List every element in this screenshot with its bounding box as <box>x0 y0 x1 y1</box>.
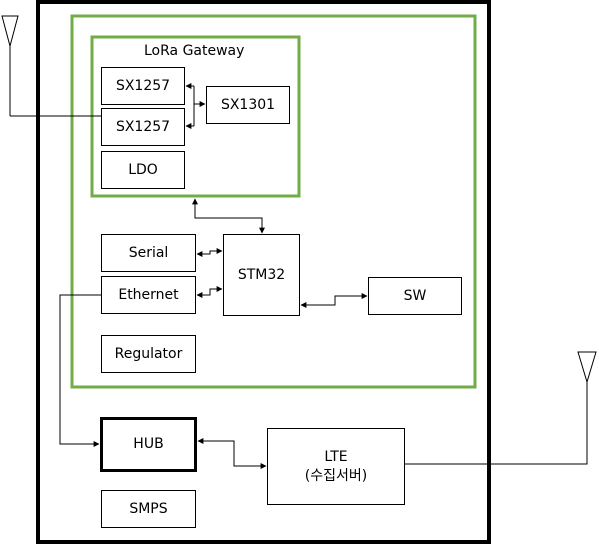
stm32-sw-link <box>300 293 368 308</box>
left-antenna-icon <box>1 15 101 117</box>
lte-sublabel: (수집서버) <box>304 467 368 484</box>
ethernet-stm32-link <box>196 286 223 298</box>
lora-gateway-title: LoRa Gateway <box>144 43 245 59</box>
enclosure-border <box>36 0 491 544</box>
smps-block: SMPS <box>101 490 196 528</box>
gateway-stm32-link <box>192 198 265 234</box>
sx1257-block-1: SX1257 <box>101 67 185 105</box>
lte-block: LTE (수집서버) <box>267 428 405 505</box>
right-antenna-icon <box>405 351 597 465</box>
lte-label: LTE <box>324 448 348 465</box>
ldo-block: LDO <box>101 151 185 189</box>
serial-block: Serial <box>101 234 196 272</box>
sx1257-block-2: SX1257 <box>101 108 185 146</box>
ethernet-hub-link <box>59 294 101 447</box>
ethernet-block: Ethernet <box>101 276 196 314</box>
main-board-border <box>70 14 477 389</box>
sw-block: SW <box>368 277 462 315</box>
sx1301-block: SX1301 <box>206 86 290 124</box>
sx1257-to-sx1301-link <box>185 83 206 129</box>
regulator-block: Regulator <box>101 335 196 373</box>
hub-lte-link <box>197 438 267 469</box>
stm32-block: STM32 <box>223 234 300 316</box>
hub-block: HUB <box>100 417 197 472</box>
serial-stm32-link <box>196 248 223 257</box>
